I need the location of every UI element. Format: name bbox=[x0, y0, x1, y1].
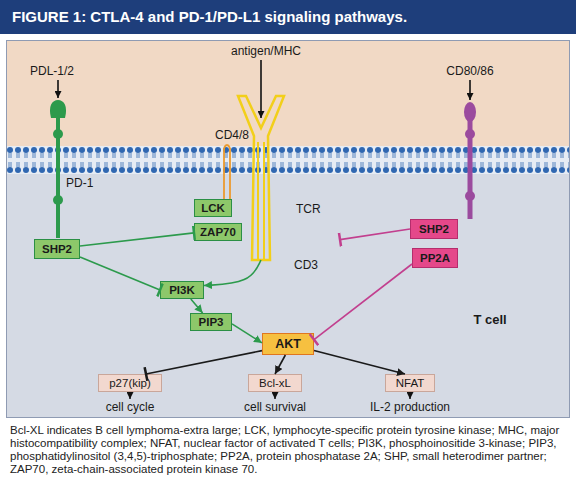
protein-box: PP2A bbox=[412, 248, 458, 268]
box-label: SHP2 bbox=[42, 243, 72, 255]
title-band bbox=[0, 0, 576, 34]
receptor-part bbox=[53, 129, 63, 139]
protein-box: LCK bbox=[194, 199, 232, 217]
activation-arrow bbox=[314, 351, 405, 374]
pd1-receptor: PD-1 bbox=[42, 96, 74, 238]
title-holder: FIGURE 1: CTLA-4 and PD-1/PD-L1 signalin… bbox=[12, 0, 407, 34]
inhibition-line bbox=[80, 257, 160, 290]
receptor-outline bbox=[42, 96, 74, 238]
box-label: NFAT bbox=[396, 377, 425, 389]
receptor-label: CD3 bbox=[294, 258, 318, 272]
box-label: PIP3 bbox=[199, 316, 224, 328]
protein-box: Bcl-xL bbox=[248, 374, 302, 392]
box-label: Bcl-xL bbox=[259, 377, 291, 389]
activation-arrow bbox=[204, 260, 261, 286]
coreceptor: CD4/8 bbox=[212, 128, 252, 200]
ctla4-receptor-domain bbox=[465, 191, 475, 201]
annotation-label: CD80/86 bbox=[446, 64, 493, 78]
receptor-outline bbox=[236, 90, 340, 260]
receptor-part bbox=[50, 100, 66, 118]
box-label: p27(kip) bbox=[109, 377, 151, 389]
receptor-part bbox=[223, 148, 225, 200]
box-label: ZAP70 bbox=[200, 226, 236, 238]
annotation-label: IL-2 production bbox=[370, 400, 450, 414]
box-label: PI3K bbox=[169, 284, 195, 296]
receptor-label: CD4/8 bbox=[215, 128, 249, 142]
receptor-label: PD-1 bbox=[66, 176, 93, 190]
receptor-part bbox=[229, 148, 231, 200]
box-label: LCK bbox=[201, 202, 225, 214]
receptor-part bbox=[53, 195, 63, 205]
receptor-part bbox=[257, 142, 259, 260]
inhibition-line bbox=[80, 233, 194, 246]
receptor-part bbox=[238, 96, 284, 260]
outcome-arrow bbox=[409, 392, 410, 399]
annotation-label: cell cycle bbox=[106, 400, 155, 414]
caption-holder: Bcl-XL indicates B cell lymphoma-extra l… bbox=[10, 424, 568, 476]
figure-title: FIGURE 1: CTLA-4 and PD-1/PD-L1 signalin… bbox=[12, 8, 407, 25]
activation-arrow bbox=[191, 299, 203, 313]
receptor-label: TCR bbox=[296, 202, 321, 216]
protein-box: AKT bbox=[262, 333, 314, 355]
box-label: SHP2 bbox=[419, 223, 449, 235]
protein-box: NFAT bbox=[385, 374, 435, 392]
figure-caption: Bcl-XL indicates B cell lymphoma-extra l… bbox=[10, 424, 568, 476]
receptor-part bbox=[263, 142, 265, 260]
figure-frame bbox=[7, 41, 570, 418]
annotation-label: antigen/MHC bbox=[231, 44, 301, 58]
ligand-arrow bbox=[260, 60, 262, 118]
activation-arrow bbox=[232, 324, 262, 343]
annotation-label: PDL-1/2 bbox=[30, 64, 74, 78]
annotation-label: cell survival bbox=[244, 400, 306, 414]
protein-box: SHP2 bbox=[410, 219, 458, 239]
protein-box: ZAP70 bbox=[194, 223, 242, 241]
tcr-complex: TCRCD3 bbox=[236, 90, 340, 260]
box-label: AKT bbox=[275, 337, 301, 351]
box-label: PP2A bbox=[420, 252, 450, 264]
ligand-arrow bbox=[57, 80, 59, 98]
inhibition-line bbox=[146, 351, 262, 374]
inhibition-line bbox=[314, 264, 412, 340]
protein-box: SHP2 bbox=[34, 239, 80, 259]
cytoplasm-region bbox=[6, 174, 570, 418]
ctla4-receptor-domain bbox=[465, 129, 475, 139]
protein-box: PIP3 bbox=[190, 313, 232, 331]
receptor-part bbox=[224, 145, 230, 148]
protein-box: p27(kip) bbox=[98, 374, 162, 392]
annotation-label: T cell bbox=[473, 312, 506, 327]
activation-arrow bbox=[275, 355, 285, 374]
outcome-arrow bbox=[274, 392, 275, 399]
outcome-arrow bbox=[129, 392, 130, 399]
extracellular-region bbox=[6, 40, 570, 146]
cell-membrane bbox=[6, 146, 570, 174]
ligand-arrow bbox=[469, 80, 471, 100]
inhibition-line bbox=[340, 229, 410, 240]
protein-box: PI3K bbox=[160, 281, 204, 299]
